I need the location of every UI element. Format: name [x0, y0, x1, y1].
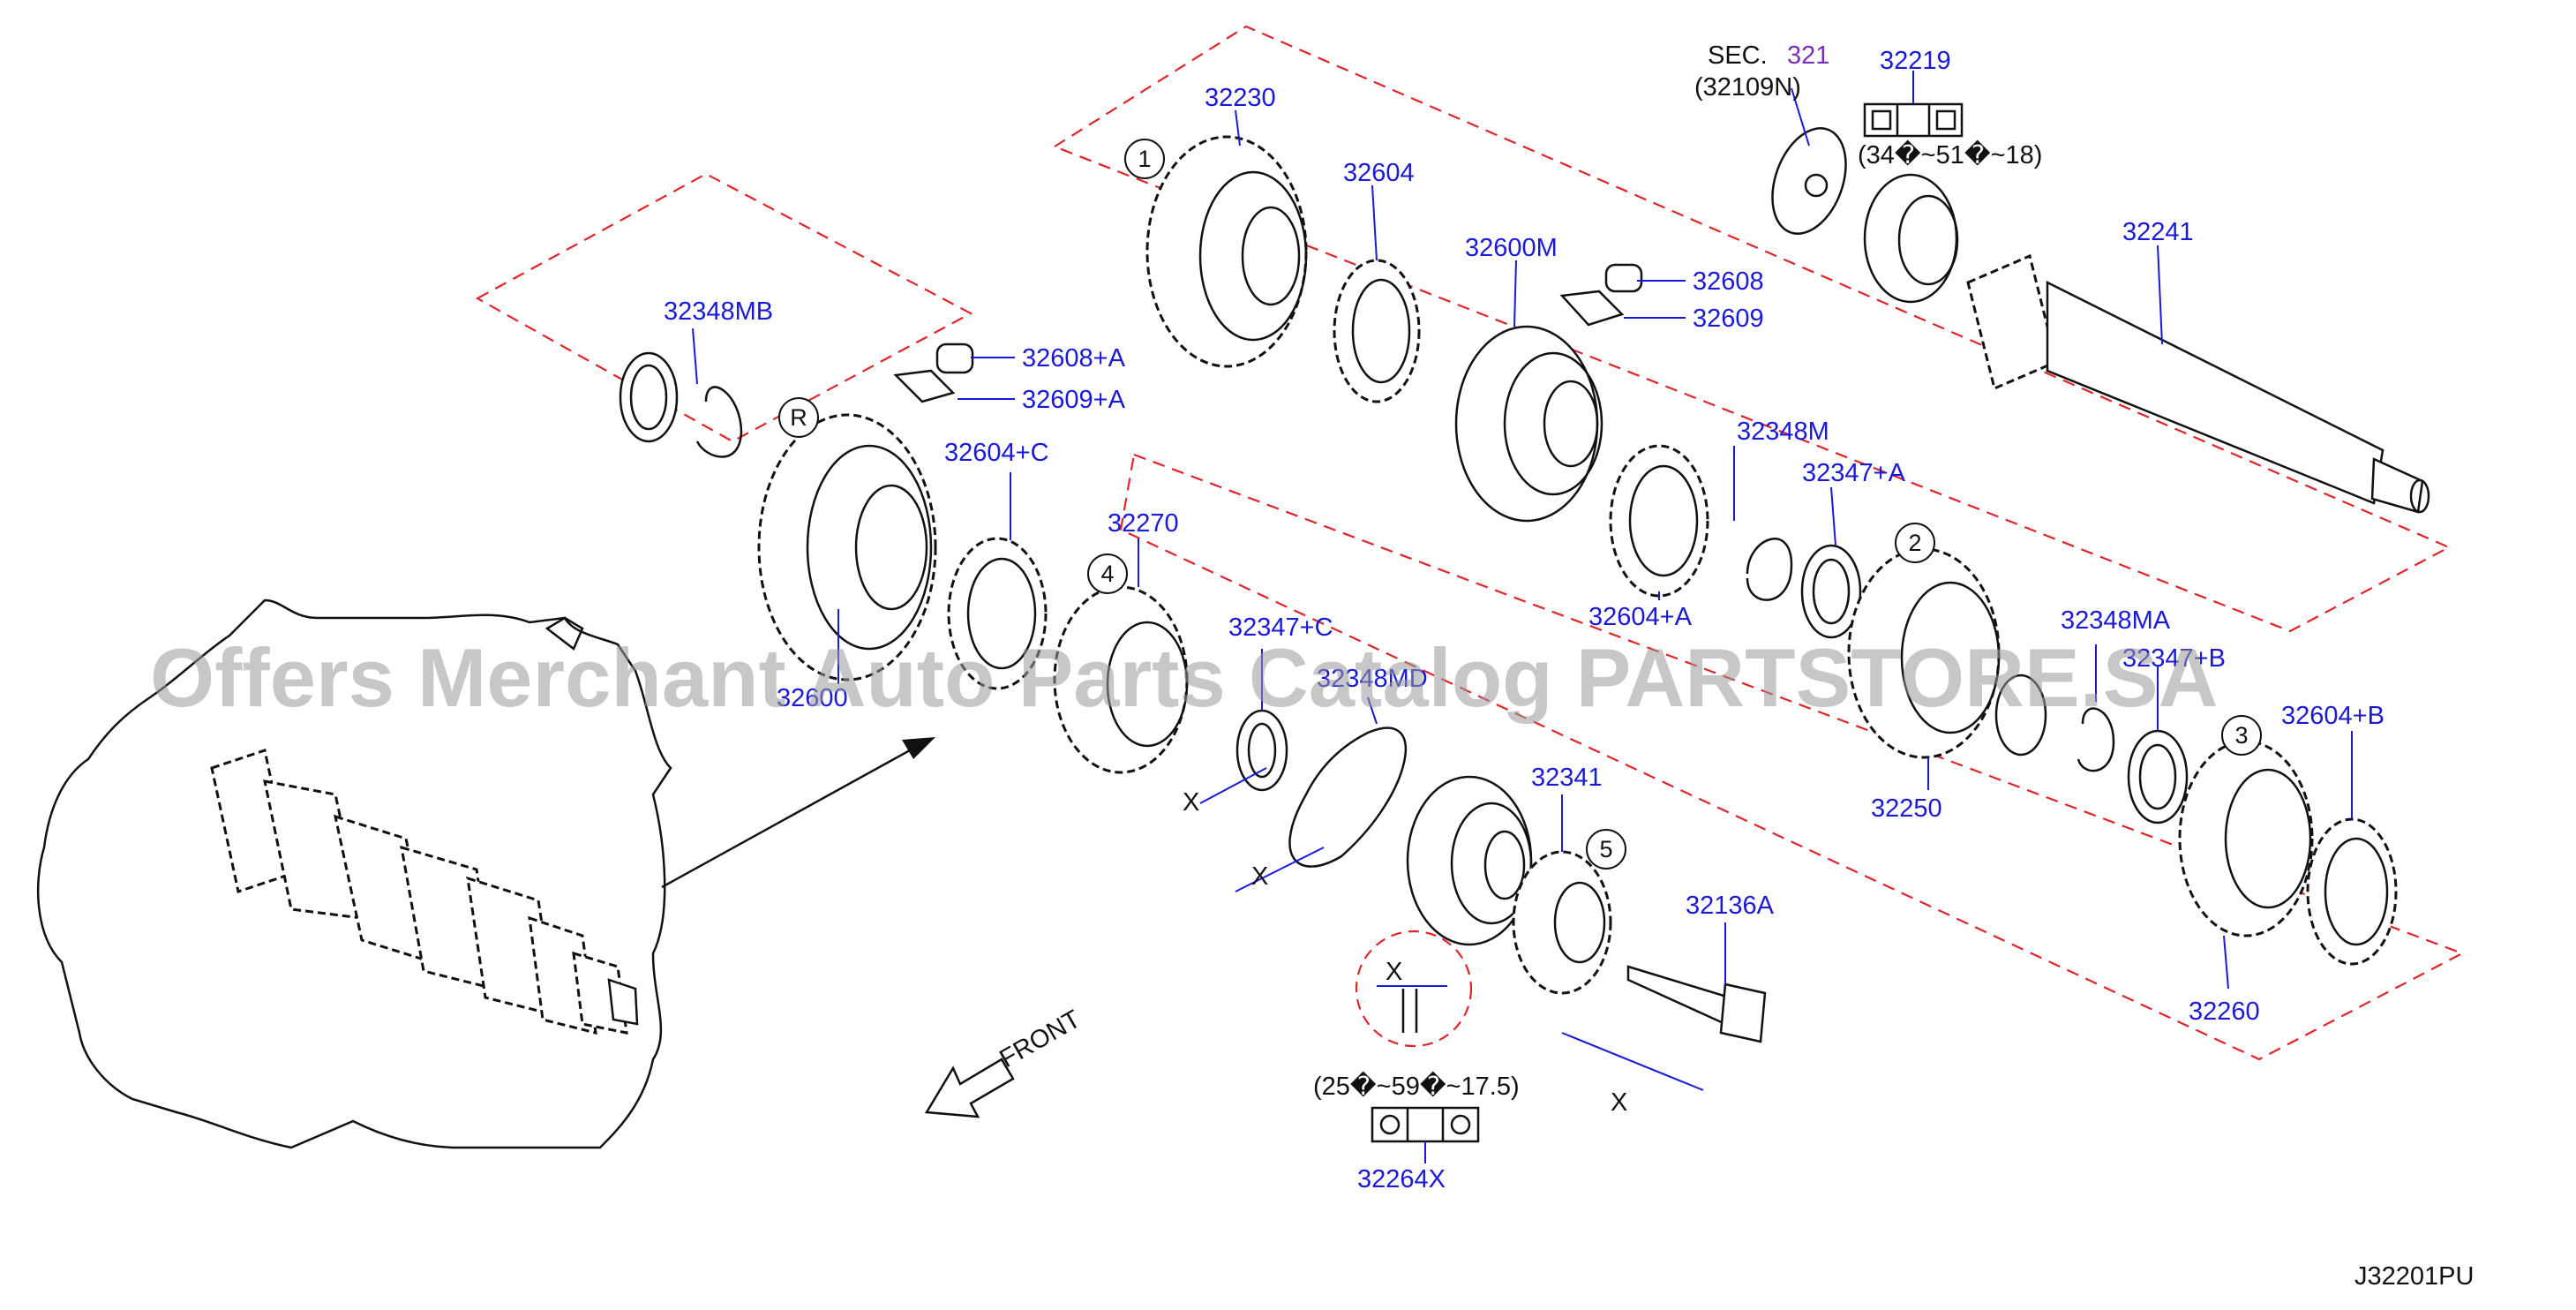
pn-32600[interactable]: 32600: [777, 684, 848, 712]
part-shape-bearing-32264x: [1406, 775, 1533, 946]
pn-32347b[interactable]: 32347+B: [2122, 644, 2226, 673]
part-shape-32230: [1145, 135, 1308, 368]
part-shape-32600: [757, 413, 937, 681]
part-shape-32260: [2178, 740, 2314, 937]
group-outline-main: [1052, 25, 2452, 633]
callout-4: 4: [1087, 553, 1128, 594]
section-sec-label: SEC.: [1708, 41, 1768, 70]
part-shape-32348mb-a: [619, 351, 679, 443]
watermark: Offers Merchant Auto Parts Catalog PARTS…: [150, 631, 2218, 724]
pn-32604b[interactable]: 32604+B: [2281, 702, 2384, 730]
pn-32348md[interactable]: 32348MD: [1317, 665, 1428, 693]
svg-text:3: 3: [2234, 722, 2248, 749]
part-shape-32604b: [2306, 817, 2398, 966]
part-shape-32608: [1604, 263, 1643, 293]
dim-x-label-4: X: [1611, 1088, 1627, 1117]
part-shape-32341: [1512, 850, 1612, 995]
section-sub-number: (32109N): [1694, 73, 1801, 102]
spec-32264x: (25�~59�~17.5): [1313, 1071, 1520, 1101]
part-shape-32604: [1333, 259, 1421, 403]
pn-32347a[interactable]: 32347+A: [1802, 459, 1906, 487]
pn-32136a[interactable]: 32136A: [1686, 892, 1775, 920]
detail-circle: [1355, 930, 1473, 1048]
pn-32600m[interactable]: 32600M: [1465, 234, 1558, 262]
pn-32604a[interactable]: 32604+A: [1588, 603, 1693, 631]
part-shape-32609: [1559, 290, 1625, 327]
explode-arrow-head: [902, 737, 935, 759]
pn-32347c[interactable]: 32347+C: [1228, 614, 1333, 642]
bearing-symbol-32264x: [1371, 1106, 1480, 1143]
callout-2: 2: [1895, 523, 1935, 563]
spec-32219: (34�~51�~18): [1858, 139, 2042, 169]
pn-32219[interactable]: 32219: [1880, 47, 1951, 75]
part-shape-32348ma-b: [2077, 707, 2115, 772]
callout-3: 3: [2221, 715, 2262, 756]
pn-32230[interactable]: 32230: [1205, 84, 1276, 112]
transmission-housing-sketch: [36, 599, 672, 1149]
section-ref-number[interactable]: 321: [1787, 41, 1829, 70]
pn-32608[interactable]: 32608: [1693, 267, 1764, 296]
explode-arrow-line: [661, 744, 919, 889]
svg-text:2: 2: [1908, 530, 1921, 556]
dim-line-32348md: [1235, 847, 1325, 892]
group-outline-left: [475, 172, 973, 443]
pn-32250[interactable]: 32250: [1871, 794, 1942, 823]
dim-line-32136a: [1561, 1032, 1704, 1091]
part-shape-32608a: [935, 343, 974, 374]
pn-32348m[interactable]: 32348M: [1737, 418, 1829, 446]
pn-32609[interactable]: 32609: [1693, 305, 1764, 333]
pn-32260[interactable]: 32260: [2189, 998, 2260, 1026]
pn-32241[interactable]: 32241: [2122, 218, 2194, 246]
callout-1: 1: [1124, 139, 1165, 179]
dim-x-label-1: X: [1183, 788, 1199, 817]
bearing-symbol-32219: [1863, 102, 1964, 138]
group-outline-lower: [1119, 453, 2465, 1061]
dim-x-label-3: X: [1386, 958, 1402, 986]
pn-32348ma[interactable]: 32348MA: [2061, 606, 2171, 635]
pn-32608a[interactable]: 32608+A: [1022, 344, 1126, 373]
part-shape-32348mb-a-inner: [629, 364, 668, 431]
svg-text:1: 1: [1138, 146, 1151, 172]
part-shape-32347a: [1800, 544, 1862, 639]
leader-lines: [692, 71, 2353, 1163]
dim-x-label-2: X: [1251, 862, 1268, 891]
front-arrow: [924, 1058, 1015, 1118]
part-shape-32609a: [893, 369, 956, 403]
diagram-code: J32201PU: [2354, 1262, 2474, 1291]
part-shape-32604a: [1609, 444, 1709, 598]
part-shape-32348m: [1746, 538, 1793, 601]
svg-text:4: 4: [1100, 561, 1114, 587]
part-shape-32348md: [1288, 727, 1408, 868]
part-shape-32347b: [2127, 729, 2189, 824]
pn-32604c[interactable]: 32604+C: [944, 439, 1049, 467]
callout-5: 5: [1586, 829, 1626, 870]
part-shape-32136a: [1626, 965, 1767, 1043]
assembled-shaft-sketch: [210, 749, 639, 1035]
callout-R: R: [778, 397, 819, 438]
dim-line-32347c: [1199, 767, 1267, 804]
front-label: FRONT: [995, 1005, 1086, 1073]
part-shape-32348ma-a: [1994, 674, 2047, 757]
pn-32609a[interactable]: 32609+A: [1022, 386, 1126, 414]
part-shape-32241: [1966, 253, 2430, 514]
part-shape-32600m: [1454, 325, 1603, 523]
svg-text:5: 5: [1599, 836, 1612, 862]
pn-32348mb[interactable]: 32348MB: [664, 297, 773, 326]
part-shape-32604c: [947, 537, 1048, 690]
pn-32341[interactable]: 32341: [1531, 764, 1603, 792]
part-shape-32219: [1863, 173, 1959, 304]
svg-text:R: R: [790, 404, 807, 431]
part-shape-32348mb-b: [695, 386, 743, 458]
pn-32270[interactable]: 32270: [1108, 509, 1179, 538]
pn-32264x[interactable]: 32264X: [1357, 1165, 1446, 1193]
pn-32604[interactable]: 32604: [1343, 159, 1415, 187]
part-shape-sec321: [1771, 127, 1847, 235]
